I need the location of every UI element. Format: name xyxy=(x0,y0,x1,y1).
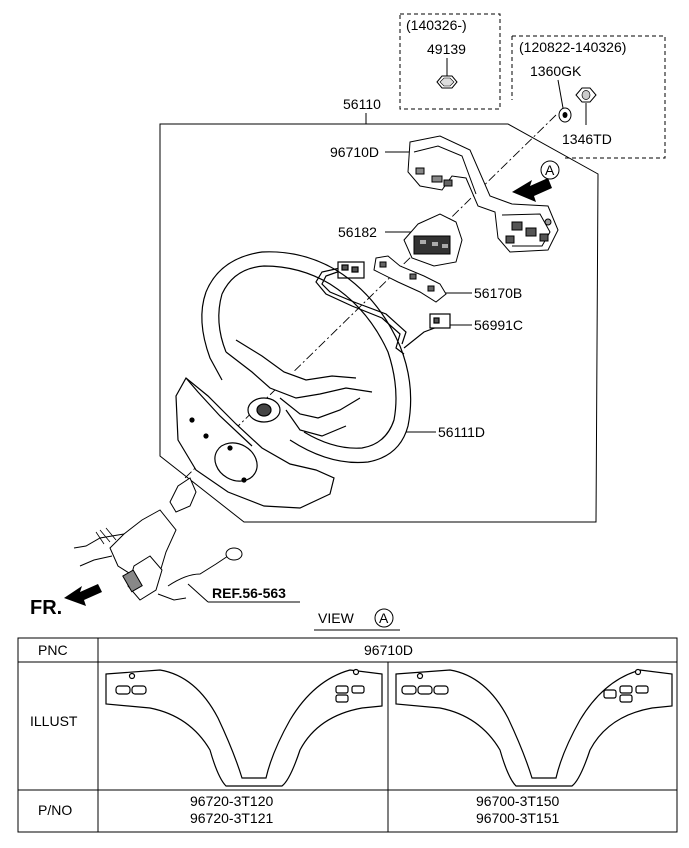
remote-switch-assembly xyxy=(407,135,559,253)
table-pnc-header: PNC xyxy=(38,642,68,658)
view-title-letter: A xyxy=(379,610,389,626)
wire-harness-part xyxy=(315,261,451,355)
part-label-56170b: 56170B xyxy=(474,285,522,301)
view-title-word: VIEW xyxy=(318,610,355,626)
part-label-1360gk: 1360GK xyxy=(530,63,582,79)
table-pno-right-2: 96700-3T151 xyxy=(476,810,560,826)
table-pnc-value: 96710D xyxy=(364,642,413,658)
table-pno-header: P/NO xyxy=(38,802,72,818)
steering-wheel-part xyxy=(201,251,412,464)
view-title-circle xyxy=(374,608,394,628)
nut-49139-icon xyxy=(436,75,458,89)
part-label-56182: 56182 xyxy=(338,224,377,240)
part-label-1346td: 1346TD xyxy=(562,131,612,147)
bezel-illustration-left xyxy=(105,668,383,787)
variant-box-120822 xyxy=(512,35,666,159)
table-pno-left-1: 96720-3T120 xyxy=(190,793,274,809)
washer-1360gk-icon xyxy=(558,107,572,123)
part-label-56110: 56110 xyxy=(343,96,381,112)
clock-spring-part xyxy=(403,213,463,267)
svg-text:A: A xyxy=(545,162,555,178)
parts-table: PNC 96710D ILLUST P/NO 96720-3T120 96720… xyxy=(17,637,678,833)
table-pno-left-2: 96720-3T121 xyxy=(190,810,274,826)
variant-date-label: (140326-) xyxy=(406,17,467,33)
view-a-arrow: A xyxy=(512,160,560,202)
variant-box-140326 xyxy=(399,13,501,110)
assembly-outline xyxy=(159,123,599,523)
variant-date-label-2: (120822-140326) xyxy=(519,39,626,55)
part-label-56111d: 56111D xyxy=(438,424,485,440)
part-label-96710d: 96710D xyxy=(330,144,379,160)
front-direction-arrow-icon xyxy=(64,584,102,606)
nut-1346td-icon xyxy=(575,87,597,103)
ref-label: REF.56-563 xyxy=(212,585,286,601)
part-label-56991c: 56991C xyxy=(474,317,523,333)
steering-column-part xyxy=(73,477,243,601)
part-label-49139: 49139 xyxy=(427,41,466,57)
front-direction-label: FR. xyxy=(30,597,62,619)
bezel-illustration-right xyxy=(395,668,673,787)
table-pno-right-1: 96700-3T150 xyxy=(476,793,560,809)
lower-cover-part xyxy=(175,377,335,509)
table-illust-header: ILLUST xyxy=(30,713,78,729)
bracket-part xyxy=(373,255,447,303)
